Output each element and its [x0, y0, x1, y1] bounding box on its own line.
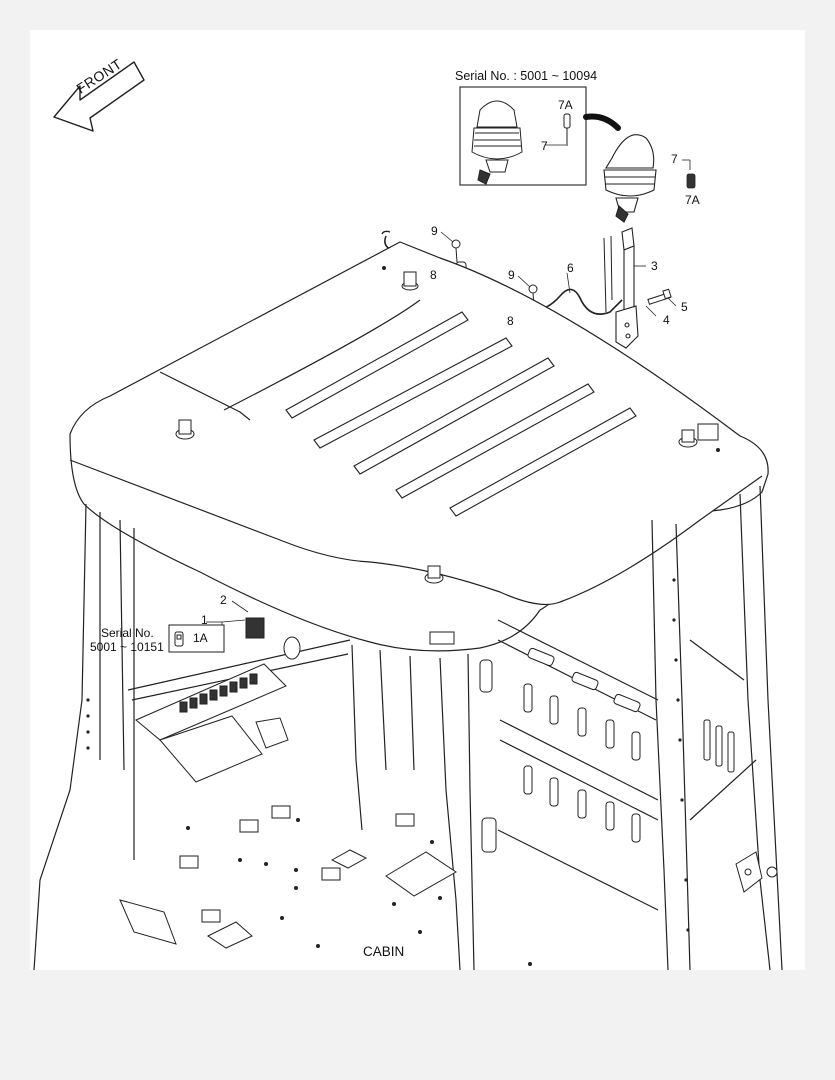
- beacon-pole: [615, 227, 639, 349]
- beacon-inset-box: [459, 86, 621, 186]
- roof-ribs: [285, 311, 637, 517]
- bulb-7a-small-icon: [686, 173, 696, 189]
- inset-callout-7: 7: [541, 139, 548, 153]
- inset-callout-7a: 7A: [558, 98, 573, 112]
- roof-mounts: [175, 271, 719, 645]
- pillar-holes: [86, 578, 690, 932]
- bulb-7a-icon: [563, 113, 571, 146]
- callout-9-upper: 9: [431, 224, 438, 238]
- callout-9-lower: 9: [508, 268, 515, 282]
- callout-4: 4: [663, 313, 670, 327]
- inset-serial-label: Serial No. : 5001 ~ 10094: [455, 69, 598, 83]
- callout-5: 5: [681, 300, 688, 314]
- switch-note-box: [168, 624, 225, 653]
- callout-8-upper: 8: [430, 268, 437, 282]
- switch-serial-line1: Serial No.: [101, 626, 154, 640]
- callout-6: 6: [567, 261, 574, 275]
- bolt-5-icon: [647, 288, 672, 305]
- callout-2: 2: [220, 593, 227, 607]
- front-arrow-icon: [53, 61, 145, 132]
- switch-serial-line2: 5001 ~ 10151: [90, 640, 164, 654]
- cabin-roof: [69, 241, 769, 652]
- callout-7a: 7A: [685, 193, 700, 207]
- callout-1: 1: [201, 613, 208, 627]
- callout-1a: 1A: [193, 631, 208, 645]
- switch-panel: [135, 617, 301, 783]
- floor-holes: [186, 266, 720, 966]
- callout-7: 7: [671, 152, 678, 166]
- floor-details: [119, 805, 457, 949]
- rotating-beacon-lamp-icon: [603, 134, 657, 223]
- rocker-switch-icon: [174, 631, 184, 647]
- old-beacon-lamp-icon: [471, 100, 523, 185]
- callout-8-lower: 8: [507, 314, 514, 328]
- callout-3: 3: [651, 259, 658, 273]
- side-panel-slots: [479, 647, 778, 893]
- diagram-caption: CABIN: [363, 944, 405, 959]
